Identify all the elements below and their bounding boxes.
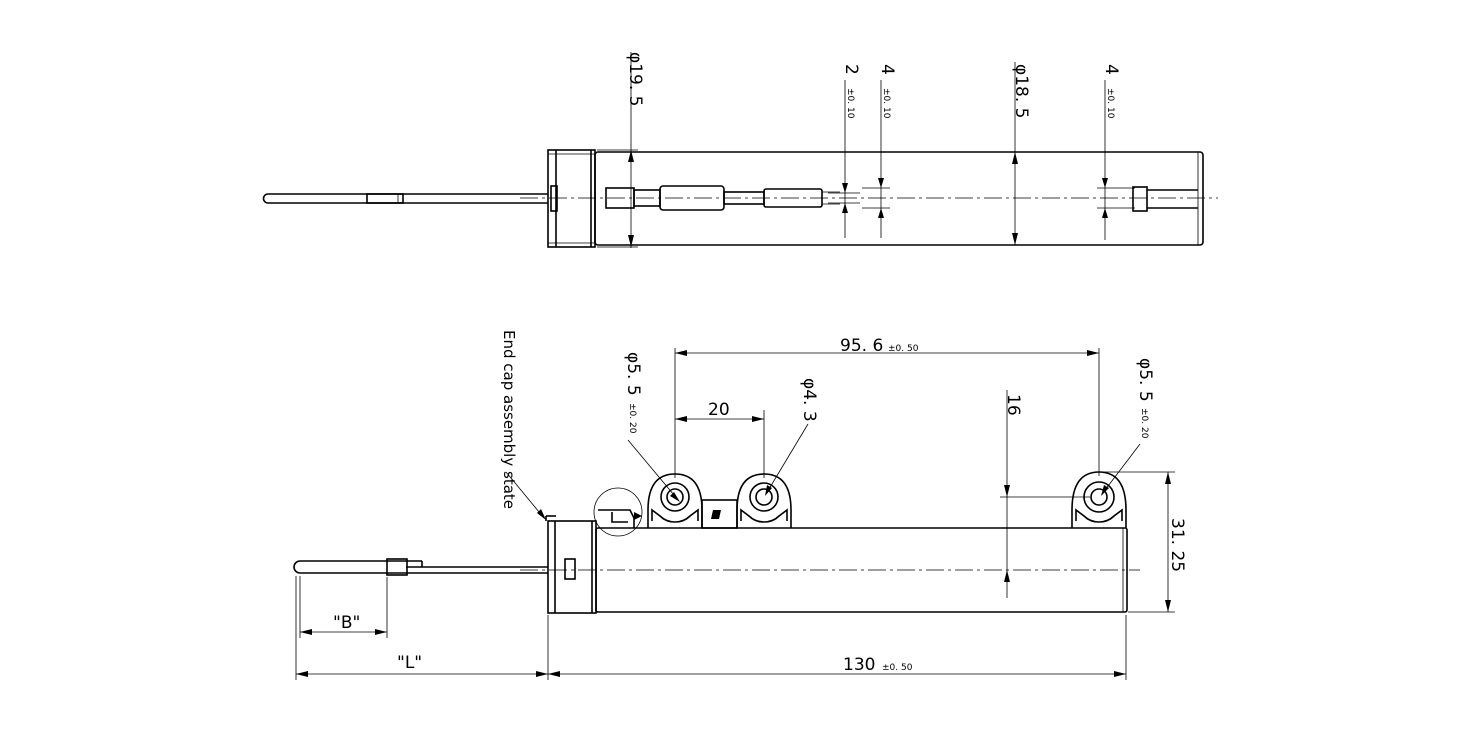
dim-side-d5-5-right-label: φ5. 5 — [1135, 358, 1155, 402]
dim-side-d5-5-right: φ5. 5 ±0. 20 — [1101, 358, 1155, 496]
dim-side-d5-5-left-label: φ5. 5 — [623, 352, 643, 396]
dim-side-d5-5-left-tol: ±0. 20 — [627, 403, 637, 434]
side-probe-rod — [293, 558, 548, 576]
dim-top-2: 2 ±0. 10 — [828, 64, 861, 238]
side-mounting-brackets — [593, 471, 1127, 537]
end-cap-note-label: End cap assembly state — [500, 330, 518, 509]
dim-side-95-6-tol: ±0. 50 — [888, 344, 919, 354]
dim-side-31-25-label: 31. 25 — [1167, 518, 1187, 572]
dim-side-d5-5-right-tol: ±0. 20 — [1139, 408, 1149, 439]
side-end-cap — [545, 515, 597, 614]
dim-side-d5-5-left: φ5. 5 ±0. 20 — [623, 352, 680, 502]
dim-side-L: "L" — [295, 576, 549, 680]
dim-top-d19-5: φ19. 5 — [597, 52, 645, 248]
dim-side-d4-3-label: φ4. 3 — [799, 378, 819, 422]
end-cap-note: End cap assembly state — [500, 330, 546, 520]
dim-top-d18-5: φ18. 5 — [1011, 62, 1031, 245]
dim-top-d19-5-label: φ19. 5 — [625, 52, 645, 106]
dim-top-4a-label: 4 — [877, 64, 897, 75]
top-body-tube — [594, 151, 1204, 246]
dim-side-16-label: 16 — [1003, 394, 1023, 416]
dim-side-B: "B" — [299, 576, 388, 638]
dim-side-95-6-label: 95. 6 — [840, 336, 883, 356]
dim-side-31-25: 31. 25 — [1100, 471, 1187, 613]
dim-top-4a: 4 ±0. 10 — [862, 64, 897, 238]
dim-top-4b: 4 ±0. 10 — [1097, 64, 1135, 240]
dim-side-B-label: "B" — [333, 613, 360, 633]
dim-side-130-tol: ±0. 50 — [882, 663, 913, 673]
dim-top-d18-5-label: φ18. 5 — [1011, 64, 1031, 118]
dim-side-20: 20 — [675, 400, 765, 478]
top-end-cap — [547, 149, 596, 248]
dim-side-95-6: 95. 6 ±0. 50 — [674, 336, 1100, 478]
dim-top-2-label: 2 — [841, 64, 861, 75]
dim-top-4a-tol: ±0. 10 — [881, 88, 891, 119]
dim-side-20-label: 20 — [708, 400, 730, 420]
dim-side-d4-3: φ4. 3 — [765, 378, 819, 496]
side-view: End cap assembly state 95. 6 ±0. 50 20 φ… — [293, 330, 1187, 680]
dim-side-L-label: "L" — [397, 653, 422, 673]
dim-top-2-tol: ±0. 10 — [845, 88, 855, 119]
dim-side-130: 130 ±0. 50 — [548, 615, 1127, 680]
top-view: φ19. 5 2 ±0. 10 4 ±0. 10 φ18. 5 — [262, 52, 1218, 248]
dim-side-130-label: 130 — [843, 655, 875, 675]
top-probe-rod — [262, 193, 548, 204]
dim-top-4b-tol: ±0. 10 — [1105, 88, 1115, 119]
dim-top-4b-label: 4 — [1101, 64, 1121, 75]
dim-side-16: 16 — [1000, 390, 1090, 598]
